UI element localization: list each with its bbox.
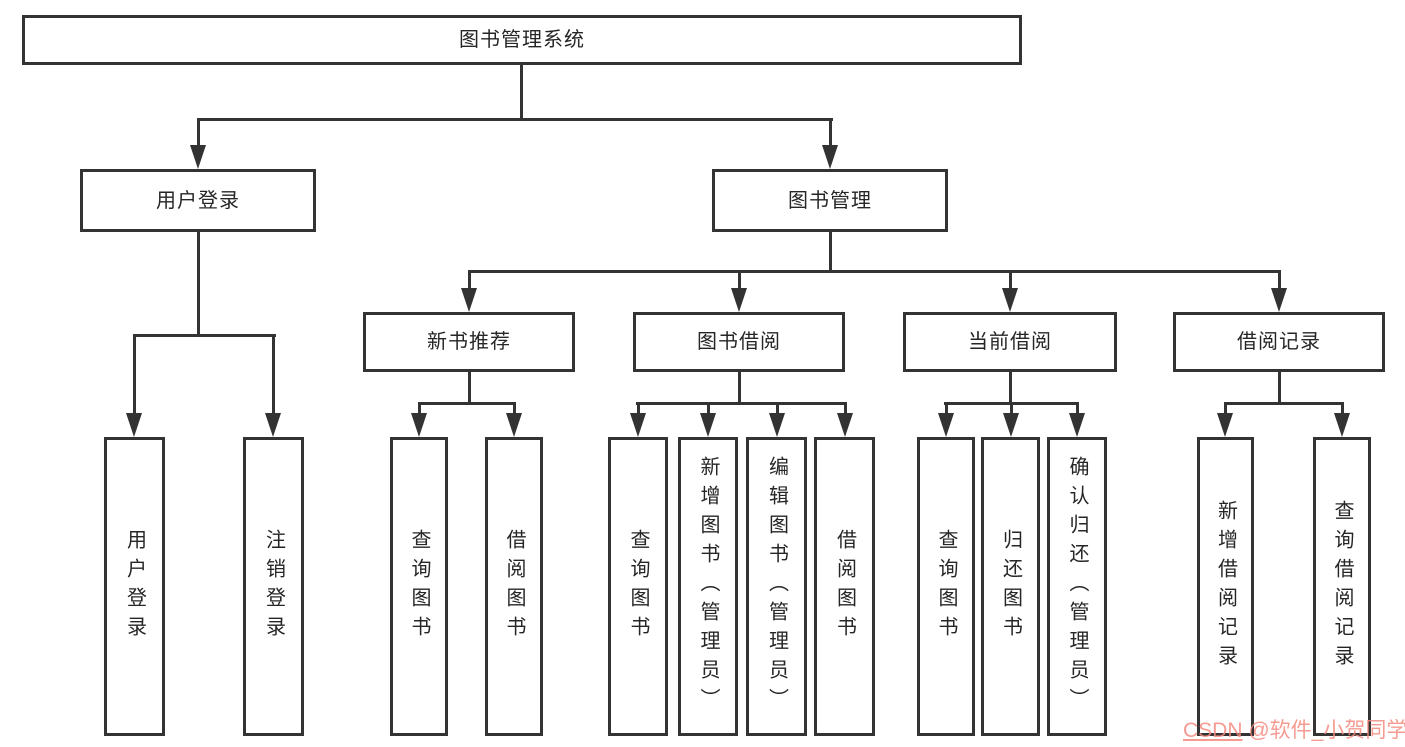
node-bb-add-books-admin: 新增图书（管理员）	[678, 437, 738, 736]
node-logout: 注销登录	[243, 437, 304, 736]
node-cb-return-books: 归还图书	[981, 437, 1040, 736]
connector-line	[829, 231, 832, 272]
node-book-management: 图书管理	[712, 169, 948, 232]
connector-line	[829, 118, 832, 148]
arrow-down-icon	[837, 413, 853, 437]
arrow-down-icon	[630, 413, 646, 437]
connector-line	[1278, 371, 1281, 404]
connector-line	[197, 118, 833, 121]
connector-line	[1341, 402, 1344, 416]
node-cb-query-books: 查询图书	[917, 437, 975, 736]
connector-line	[513, 402, 516, 416]
arrow-down-icon	[769, 413, 785, 437]
arrow-down-icon	[1069, 413, 1085, 437]
connector-line	[844, 402, 847, 416]
arrow-down-icon	[731, 288, 747, 312]
connector-line	[418, 402, 421, 416]
connector-line	[1009, 270, 1012, 291]
arrow-down-icon	[1003, 413, 1019, 437]
connector-line	[197, 118, 200, 148]
connector-line	[1009, 371, 1012, 404]
arrow-down-icon	[938, 413, 954, 437]
node-bb-edit-books-admin: 编辑图书（管理员）	[746, 437, 807, 736]
node-cb-confirm-return-admin: 确认归还（管理员）	[1047, 437, 1107, 736]
arrow-down-icon	[700, 413, 716, 437]
connector-line	[133, 334, 136, 416]
watermark-brand: CSDN	[1183, 719, 1243, 742]
node-book-borrowing: 图书借阅	[633, 312, 845, 372]
arrow-down-icon	[190, 145, 206, 169]
connector-line	[520, 63, 523, 120]
arrow-down-icon	[1002, 288, 1018, 312]
arrow-down-icon	[461, 288, 477, 312]
node-new-book-recommendation: 新书推荐	[363, 312, 575, 372]
connector-line	[945, 402, 948, 416]
connector-line	[133, 334, 276, 337]
node-current-borrowing: 当前借阅	[903, 312, 1117, 372]
node-user-login-leaf: 用户登录	[104, 437, 165, 736]
node-nbr-query-books: 查询图书	[390, 437, 448, 736]
arrow-down-icon	[265, 413, 281, 437]
node-nbr-borrow-books: 借阅图书	[485, 437, 543, 736]
connector-line	[197, 231, 200, 336]
node-borrowing-records: 借阅记录	[1173, 312, 1385, 372]
connector-line	[418, 402, 516, 405]
connector-line	[272, 334, 275, 416]
node-br-query-record: 查询借阅记录	[1313, 437, 1371, 736]
connector-line	[637, 402, 640, 416]
connector-line	[1010, 402, 1013, 416]
connector-line	[776, 402, 779, 416]
connector-line	[468, 270, 471, 291]
arrow-down-icon	[411, 413, 427, 437]
node-user-login: 用户登录	[80, 169, 316, 232]
connector-line	[1278, 270, 1281, 291]
arrow-down-icon	[822, 145, 838, 169]
arrow-down-icon	[1334, 413, 1350, 437]
connector-line	[707, 402, 710, 416]
arrow-down-icon	[506, 413, 522, 437]
node-bb-borrow-books: 借阅图书	[814, 437, 875, 736]
connector-line	[1224, 402, 1227, 416]
connector-line	[738, 371, 741, 404]
node-root: 图书管理系统	[22, 15, 1022, 65]
arrow-down-icon	[1217, 413, 1233, 437]
connector-line	[1224, 402, 1344, 405]
arrow-down-icon	[126, 413, 142, 437]
connector-line	[468, 270, 1281, 273]
watermark-user: @软件_小贺同学	[1242, 719, 1405, 742]
arrow-down-icon	[1271, 288, 1287, 312]
watermark: CSDN @软件_小贺同学	[1183, 714, 1405, 744]
connector-line	[738, 270, 741, 291]
connector-line	[636, 402, 846, 405]
node-bb-query-books: 查询图书	[608, 437, 668, 736]
connector-line	[468, 371, 471, 404]
connector-line	[1076, 402, 1079, 416]
node-br-add-record: 新增借阅记录	[1197, 437, 1254, 736]
